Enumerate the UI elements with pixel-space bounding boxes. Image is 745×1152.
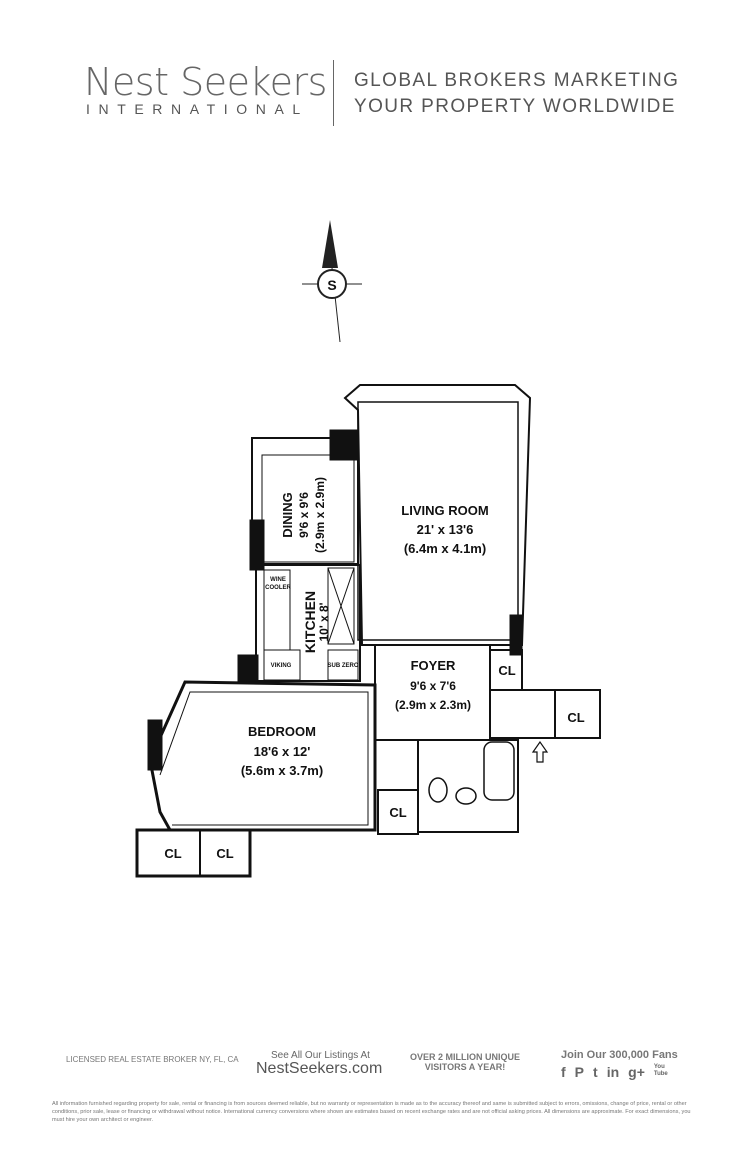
youtube-icon[interactable]: You Tube xyxy=(653,1064,668,1077)
disclaimer: All information furnished regarding prop… xyxy=(52,1101,691,1123)
see-listings-text: See All Our Listings At xyxy=(271,1050,370,1061)
closet-label: CL xyxy=(498,663,515,678)
subzero-label: SUB ZERO xyxy=(327,663,358,669)
facebook-icon[interactable]: f xyxy=(561,1064,566,1080)
fans-text: Join Our 300,000 Fans xyxy=(561,1049,678,1061)
compass-label: S xyxy=(327,277,336,293)
tagline-line-1: GLOBAL BROKERS MARKETING xyxy=(354,70,680,91)
header-divider xyxy=(333,60,334,126)
dining-dim-ft: 9'6 x 9'6 xyxy=(297,492,311,538)
google-plus-icon[interactable]: g+ xyxy=(628,1064,645,1080)
closet-label: CL xyxy=(389,805,406,820)
viking-label: VIKING xyxy=(271,663,292,669)
wine-label: WINE xyxy=(270,577,286,583)
kitchen-dim-ft: 10' x 8' xyxy=(317,602,331,641)
living-room-name: LIVING ROOM xyxy=(401,503,488,518)
cooler-label: COOLER xyxy=(265,585,291,591)
living-room-dim-ft: 21' x 13'6 xyxy=(417,522,474,537)
visitors-line-2: VISITORS A YEAR! xyxy=(424,1062,506,1072)
closet-label: CL xyxy=(567,710,584,725)
closet-label: CL xyxy=(164,846,181,861)
foyer-dim-ft: 9'6 x 7'6 xyxy=(410,679,456,693)
dining-name: DINING xyxy=(280,492,295,538)
tumblr-icon[interactable]: t xyxy=(593,1064,598,1080)
brand-logo: Nest Seekers xyxy=(84,60,327,104)
social-links: f P t in g+ You Tube xyxy=(561,1064,668,1080)
living-room-dim-m: (6.4m x 4.1m) xyxy=(404,541,486,556)
foyer-dim-m: (2.9m x 2.3m) xyxy=(395,698,471,712)
kitchen-name: KITCHEN xyxy=(302,591,318,653)
tagline-line-2: YOUR PROPERTY WORLDWIDE xyxy=(354,96,676,117)
license-text: LICENSED REAL ESTATE BROKER NY, FL, CA xyxy=(66,1055,239,1064)
foyer-name: FOYER xyxy=(411,658,456,673)
floor-plan: S LIVING xyxy=(135,220,601,878)
bedroom-dim-m: (5.6m x 3.7m) xyxy=(241,763,323,778)
visitors-line-1: OVER 2 MILLION UNIQUE xyxy=(410,1052,521,1062)
dining-dim-m: (2.9m x 2.9m) xyxy=(313,477,327,553)
bedroom-name: BEDROOM xyxy=(248,724,316,739)
visitors-text: OVER 2 MILLION UNIQUE VISITORS A YEAR! xyxy=(410,1052,520,1072)
closet-label: CL xyxy=(216,846,233,861)
linkedin-icon[interactable]: in xyxy=(606,1064,620,1080)
pinterest-icon[interactable]: P xyxy=(574,1064,585,1080)
bedroom-dim-ft: 18'6 x 12' xyxy=(254,744,311,759)
brand-subtitle: INTERNATIONAL xyxy=(86,101,309,117)
website-link[interactable]: NestSeekers.com xyxy=(256,1060,383,1077)
compass-icon: S xyxy=(302,220,362,343)
